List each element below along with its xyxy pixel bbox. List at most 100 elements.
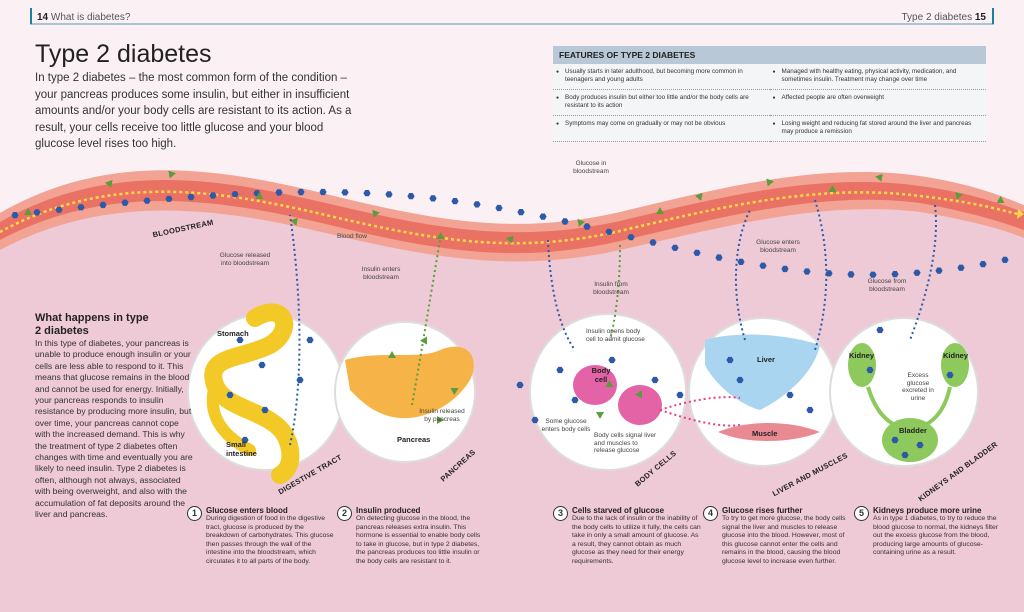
- lower-background: [0, 186, 1024, 612]
- header-left: 14 What is diabetes?: [37, 12, 130, 23]
- insulin-molecule-icon: [388, 351, 396, 358]
- glucose-molecule-icon: [759, 262, 767, 269]
- glucose-from-label: Glucose from bloodstream: [867, 278, 907, 293]
- glucose-molecule-icon: [891, 271, 899, 278]
- glucose-molecule-icon: [693, 249, 701, 256]
- glucose-molecule-icon: [651, 376, 659, 384]
- glucose-molecule-icon: [11, 212, 19, 219]
- liver-shape: [705, 334, 820, 410]
- step-number: 4: [703, 506, 718, 521]
- glucose-molecule-icon: [876, 326, 884, 334]
- glucose-molecule-icon: [847, 271, 855, 278]
- insulin-opens-label: Insulin opens body cell to admit glucose: [586, 328, 645, 343]
- glucose-molecule-icon: [736, 376, 744, 384]
- sidebar-text: In this type of diabetes, your pancreas …: [35, 338, 193, 520]
- step-5: 5 Kidneys produce more urine As in type …: [854, 506, 1004, 558]
- glucose-molecule-icon: [99, 201, 107, 209]
- glucose-molecule-icon: [715, 254, 723, 261]
- glucose-molecule-icon: [516, 381, 524, 389]
- glucose-molecule-icon: [319, 188, 327, 196]
- insulin-molecule-icon: [290, 217, 298, 226]
- body-cell-label: Body cell: [591, 366, 611, 384]
- glucose-molecule-icon: [429, 195, 437, 202]
- insulin-molecule-icon: [605, 380, 614, 387]
- glucose-molecule-icon: [297, 188, 305, 196]
- step-number: 2: [337, 506, 352, 521]
- glucose-molecule-icon: [979, 261, 987, 268]
- insulin-molecule-icon: [875, 173, 883, 182]
- insulin-molecule-icon: [577, 218, 585, 227]
- glucose-molecule-icon: [649, 239, 657, 246]
- small-intestine-label: Small intestine: [226, 440, 257, 458]
- body-cell-shape: [618, 385, 662, 425]
- glucose-molecule-icon: [236, 336, 244, 344]
- glucose-molecule-icon: [226, 391, 234, 399]
- glucose-molecule-icon: [363, 190, 371, 197]
- kidney-label-left: Kidney: [849, 351, 875, 360]
- glucose-molecule-icon: [275, 189, 283, 196]
- pancreas-label: Pancreas: [397, 435, 431, 444]
- feature-item: Losing weight and reducing fat stored ar…: [769, 116, 986, 142]
- insulin-molecule-icon: [695, 192, 703, 201]
- feature-item: Usually starts in later adulthood, but b…: [553, 64, 770, 90]
- glucose-molecule-icon: [121, 199, 129, 206]
- features-heading: FEATURES OF TYPE 2 DIABETES: [553, 46, 986, 64]
- cells-signal-label: Body cells signal liver and muscles to r…: [594, 432, 657, 454]
- section-title-left: What is diabetes?: [50, 12, 131, 23]
- glucose-molecule-icon: [608, 356, 616, 364]
- glucose-molecule-icon: [55, 206, 63, 213]
- insulin-molecule-icon: [596, 412, 604, 419]
- glucose-molecule-icon: [726, 356, 734, 364]
- insulin-molecule-icon: [420, 336, 427, 345]
- glucose-molecule-icon: [957, 264, 965, 271]
- step-3: 3 Cells starved of glucose Due to the la…: [553, 506, 703, 567]
- glucose-molecule-icon: [539, 213, 547, 220]
- glucose-molecule-icon: [385, 191, 393, 198]
- step-text: Due to the lack of insulin or the inabil…: [572, 515, 701, 565]
- liver-label: Liver: [757, 355, 775, 364]
- some-glucose-label: Some glucose enters body cells: [541, 418, 591, 433]
- glucose-molecule-icon: [605, 228, 613, 235]
- glucose-molecule-icon: [913, 269, 921, 276]
- glucose-molecule-icon: [517, 209, 525, 216]
- glucose-molecule-icon: [671, 244, 679, 251]
- kidney-label-right: Kidney: [943, 351, 969, 360]
- feature-item: Symptoms may come on gradually or may no…: [553, 116, 770, 142]
- features-table: FEATURES OF TYPE 2 DIABETES Usually star…: [553, 46, 986, 142]
- step-text: During digestion of food in the digestiv…: [206, 515, 334, 565]
- glucose-molecule-icon: [187, 193, 195, 201]
- glucose-molecule-icon: [891, 436, 899, 444]
- glucose-molecule-icon: [209, 192, 217, 199]
- glucose-released-label: Glucose released into bloodstream: [219, 252, 271, 267]
- glucose-molecule-icon: [561, 218, 569, 225]
- sidebar-heading: What happens in type 2 diabetes: [35, 312, 149, 337]
- insulin-molecule-icon: [955, 191, 963, 200]
- glucose-molecule-icon: [901, 451, 909, 459]
- glucose-molecule-icon: [786, 391, 794, 399]
- glucose-molecule-icon: [341, 189, 349, 196]
- blood-flow-label: Blood flow: [337, 233, 367, 240]
- glucose-molecule-icon: [737, 258, 745, 265]
- step-number: 1: [187, 506, 202, 521]
- glucose-molecule-icon: [473, 201, 481, 208]
- step-4: 4 Glucose rises further To try to get mo…: [703, 506, 853, 567]
- blood-flow-arrowhead: [1017, 209, 1024, 219]
- insulin-molecule-icon: [656, 207, 664, 214]
- glucose-molecule-icon: [866, 366, 874, 374]
- glucose-from-liver-path: [734, 209, 751, 341]
- glucose-molecule-icon: [451, 198, 459, 205]
- glucose-molecule-icon: [261, 406, 269, 414]
- glucose-molecule-icon: [241, 436, 249, 444]
- glucose-molecule-icon: [165, 195, 173, 202]
- step-title: Glucose enters blood: [206, 506, 288, 515]
- insulin-molecule-icon: [996, 196, 1005, 204]
- insulin-molecule-icon: [105, 179, 113, 188]
- insulin-molecule-icon: [635, 390, 643, 399]
- glucose-molecule-icon: [407, 193, 415, 200]
- step-title: Glucose rises further: [722, 506, 803, 515]
- feature-item: Managed with healthy eating, physical ac…: [769, 64, 986, 90]
- intro-paragraph: In type 2 diabetes – the most common for…: [35, 72, 352, 150]
- insulin-molecule-icon: [24, 208, 32, 215]
- insulin-release-path: [411, 239, 441, 406]
